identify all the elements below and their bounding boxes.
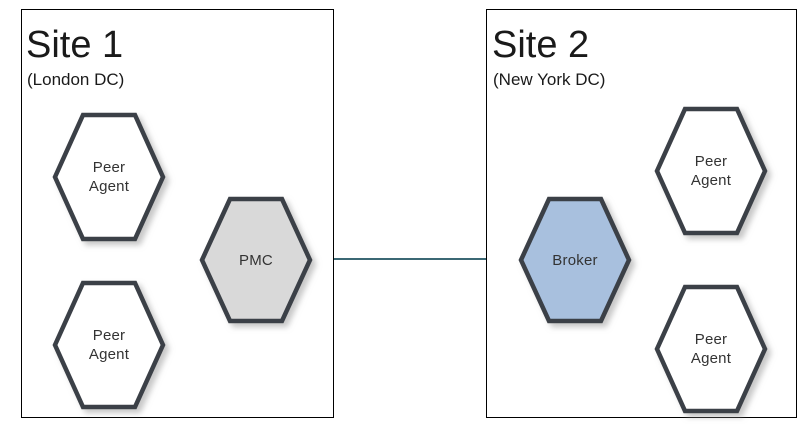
node-peer-agent-site1-bottom[interactable]: Peer Agent (52, 280, 166, 410)
hexagon-shape (199, 196, 313, 324)
node-pmc[interactable]: PMC (199, 196, 313, 324)
site-2-title: Site 2 (492, 24, 590, 66)
node-peer-agent-site1-top[interactable]: Peer Agent (52, 112, 166, 242)
site-1-title: Site 1 (26, 24, 124, 66)
hexagon-shape (518, 196, 632, 324)
hexagon-shape (52, 280, 166, 410)
node-peer-agent-site2-bottom[interactable]: Peer Agent (654, 284, 768, 414)
hexagon-shape (654, 284, 768, 414)
hexagon-shape (52, 112, 166, 242)
site-1-subtitle: (London DC) (27, 70, 125, 89)
node-peer-agent-site2-top[interactable]: Peer Agent (654, 106, 768, 236)
node-broker[interactable]: Broker (518, 196, 632, 324)
site-2-subtitle: (New York DC) (493, 70, 606, 89)
hexagon-shape (654, 106, 768, 236)
